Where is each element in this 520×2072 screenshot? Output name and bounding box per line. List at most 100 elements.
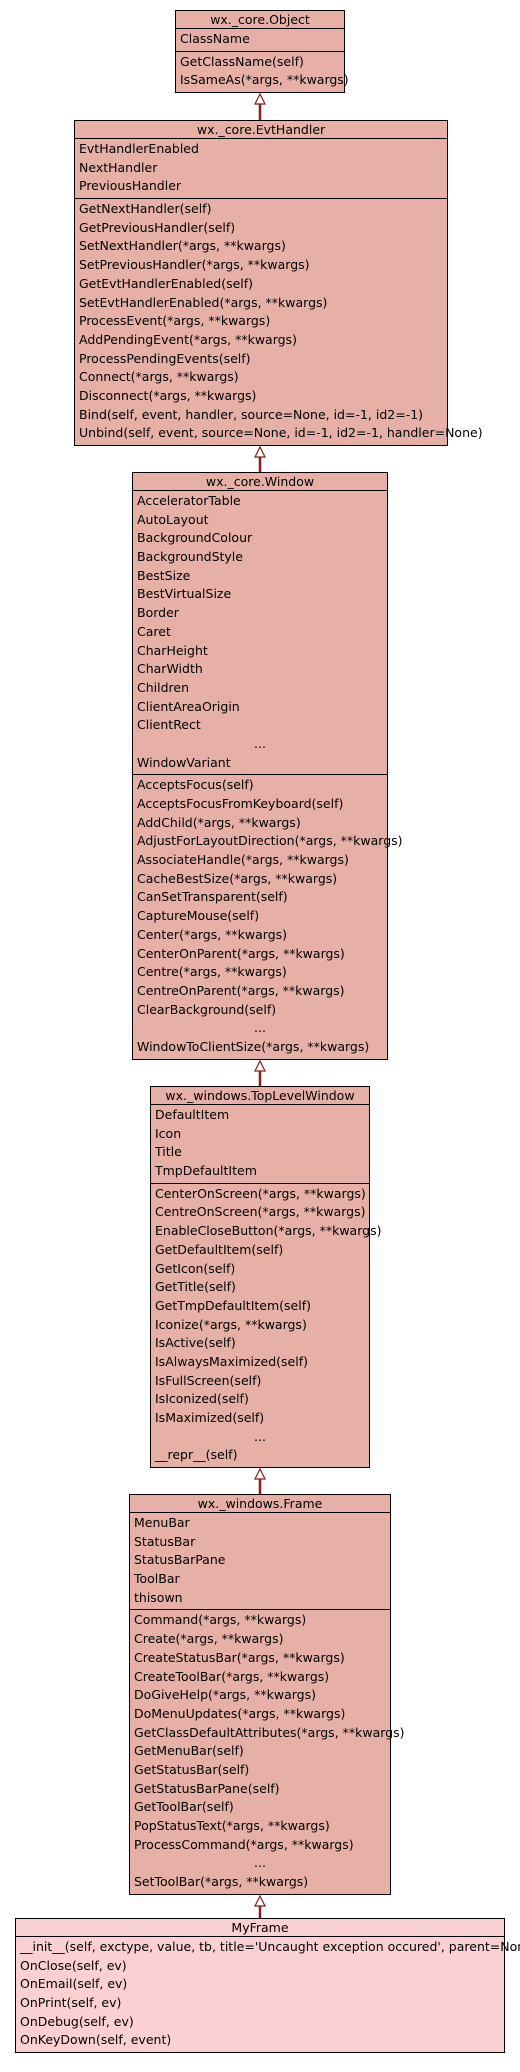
- method: DoMenuUpdates(*args, **kwargs): [134, 1705, 346, 1721]
- attribute: ClientRect: [137, 717, 201, 733]
- attribute: CharWidth: [137, 661, 203, 677]
- class-name: wx._core.EvtHandler: [75, 121, 447, 139]
- method: CentreOnParent(*args, **kwargs): [137, 982, 345, 998]
- method: OnClose(self, ev): [20, 1957, 127, 1973]
- attribute: Icon: [155, 1125, 182, 1141]
- method: OnDebug(self, ev): [20, 2013, 134, 2029]
- attribute: TmpDefaultItem: [155, 1163, 257, 1179]
- attribute: BackgroundStyle: [137, 549, 243, 565]
- method: OnPrint(self, ev): [20, 1995, 122, 2011]
- method: AddChild(*args, **kwargs): [137, 814, 301, 830]
- method: ...: [254, 1428, 266, 1444]
- attributes-section: ClassName: [176, 29, 344, 51]
- attribute: ...: [254, 735, 266, 751]
- method: ClearBackground(self): [137, 1001, 277, 1017]
- method: SetPreviousHandler(*args, **kwargs): [79, 257, 310, 273]
- attribute: NextHandler: [79, 159, 158, 175]
- method: GetIcon(self): [155, 1260, 236, 1276]
- method: IsSameAs(*args, **kwargs): [180, 72, 349, 88]
- method: AddPendingEvent(*args, **kwargs): [79, 331, 297, 347]
- method: ProcessCommand(*args, **kwargs): [134, 1836, 354, 1852]
- method: SetToolBar(*args, **kwargs): [134, 1874, 309, 1890]
- attribute: PreviousHandler: [79, 178, 182, 194]
- methods-section: AcceptsFocus(self) AcceptsFocusFromKeyboa…: [133, 774, 403, 1058]
- method: EnableCloseButton(*args, **kwargs): [155, 1223, 382, 1239]
- attribute: MenuBar: [134, 1515, 190, 1530]
- method: WindowToClientSize(*args, **kwargs): [137, 1038, 370, 1054]
- method: Iconize(*args, **kwargs): [155, 1316, 307, 1332]
- method: PopStatusText(*args, **kwargs): [134, 1818, 330, 1833]
- method: OnKeyDown(self, event): [20, 2032, 172, 2048]
- method: Centre(*args, **kwargs): [137, 964, 287, 980]
- method: ProcessEvent(*args, **kwargs): [79, 313, 271, 329]
- attribute: ClientAreaOrigin: [137, 698, 240, 714]
- methods-section: CenterOnScreen(*args, **kwargs)CentreOnS…: [151, 1182, 382, 1467]
- method: GetStatusBar(self): [134, 1761, 250, 1777]
- method: CanSetTransparent(self): [137, 889, 288, 905]
- method: DoGiveHelp(*args, **kwargs): [134, 1687, 316, 1703]
- method: GetTitle(self): [155, 1279, 236, 1295]
- attribute: AutoLayout: [137, 511, 209, 527]
- methods-section: GetNextHandler(self)GetPreviousHandler(s…: [75, 198, 483, 445]
- attribute: StatusBarPane: [134, 1552, 226, 1568]
- method: Center(*args, **kwargs): [137, 926, 288, 942]
- method: __init__(self, exctype, value, tb, title…: [20, 1939, 520, 1954]
- method: ProcessPendingEvents(self): [79, 350, 251, 366]
- attribute: Title: [155, 1144, 182, 1160]
- method: IsMaximized(self): [155, 1410, 265, 1425]
- method: GetClassName(self): [180, 53, 304, 69]
- method: Bind(self, event, handler, source=None, …: [79, 406, 424, 422]
- method: IsFullScreen(self): [155, 1372, 262, 1388]
- attribute: ClassName: [180, 31, 250, 46]
- method: GetNextHandler(self): [79, 201, 212, 217]
- method: __repr__(self): [155, 1447, 238, 1463]
- method: GetDefaultItem(self): [155, 1241, 284, 1257]
- method: CreateStatusBar(*args, **kwargs): [134, 1649, 345, 1665]
- attribute: StatusBar: [134, 1533, 196, 1549]
- methods-section: Command(*args, **kwargs)Create(*args, **…: [130, 1609, 405, 1893]
- method: ...: [254, 1855, 266, 1871]
- method: GetEvtHandlerEnabled(self): [79, 275, 254, 291]
- method: IsActive(self): [155, 1335, 236, 1351]
- method: OnEmail(self, ev): [20, 1976, 128, 1992]
- method: IsIconized(self): [155, 1391, 249, 1407]
- attribute: BackgroundColour: [137, 530, 253, 546]
- method: GetToolBar(self): [134, 1799, 234, 1815]
- attribute: ToolBar: [134, 1571, 180, 1587]
- method: Connect(*args, **kwargs): [79, 369, 239, 385]
- methods-section: __init__(self, exctype, value, tb, title…: [16, 1937, 520, 2052]
- method: ...: [254, 1020, 266, 1036]
- method: IsAlwaysMaximized(self): [155, 1353, 308, 1369]
- attribute: BestVirtualSize: [137, 586, 232, 602]
- method: Unbind(self, event, source=None, id=-1, …: [79, 425, 483, 441]
- method: GetMenuBar(self): [134, 1743, 244, 1759]
- method: AcceptsFocus(self): [137, 777, 254, 793]
- attribute: CharHeight: [137, 642, 208, 658]
- method: CreateToolBar(*args, **kwargs): [134, 1668, 330, 1684]
- attribute: thisown: [134, 1589, 183, 1605]
- method: GetStatusBarPane(self): [134, 1780, 280, 1796]
- class-name: wx._core.Object: [176, 11, 344, 29]
- method: Command(*args, **kwargs): [134, 1612, 307, 1628]
- attribute: BestSize: [137, 567, 191, 583]
- method: CenterOnScreen(*args, **kwargs): [155, 1185, 366, 1201]
- attribute: EvtHandlerEnabled: [79, 141, 199, 156]
- method: CenterOnParent(*args, **kwargs): [137, 945, 345, 961]
- attribute: AcceleratorTable: [137, 493, 241, 508]
- class-name: wx._core.Window: [133, 473, 387, 491]
- method: AdjustForLayoutDirection(*args, **kwargs…: [137, 833, 403, 849]
- method: AssociateHandle(*args, **kwargs): [137, 852, 349, 868]
- class-name: wx._windows.TopLevelWindow: [151, 1087, 369, 1105]
- method: GetClassDefaultAttributes(*args, **kwarg…: [134, 1724, 405, 1740]
- method: AcceptsFocusFromKeyboard(self): [137, 796, 344, 811]
- method: GetTmpDefaultItem(self): [155, 1297, 311, 1313]
